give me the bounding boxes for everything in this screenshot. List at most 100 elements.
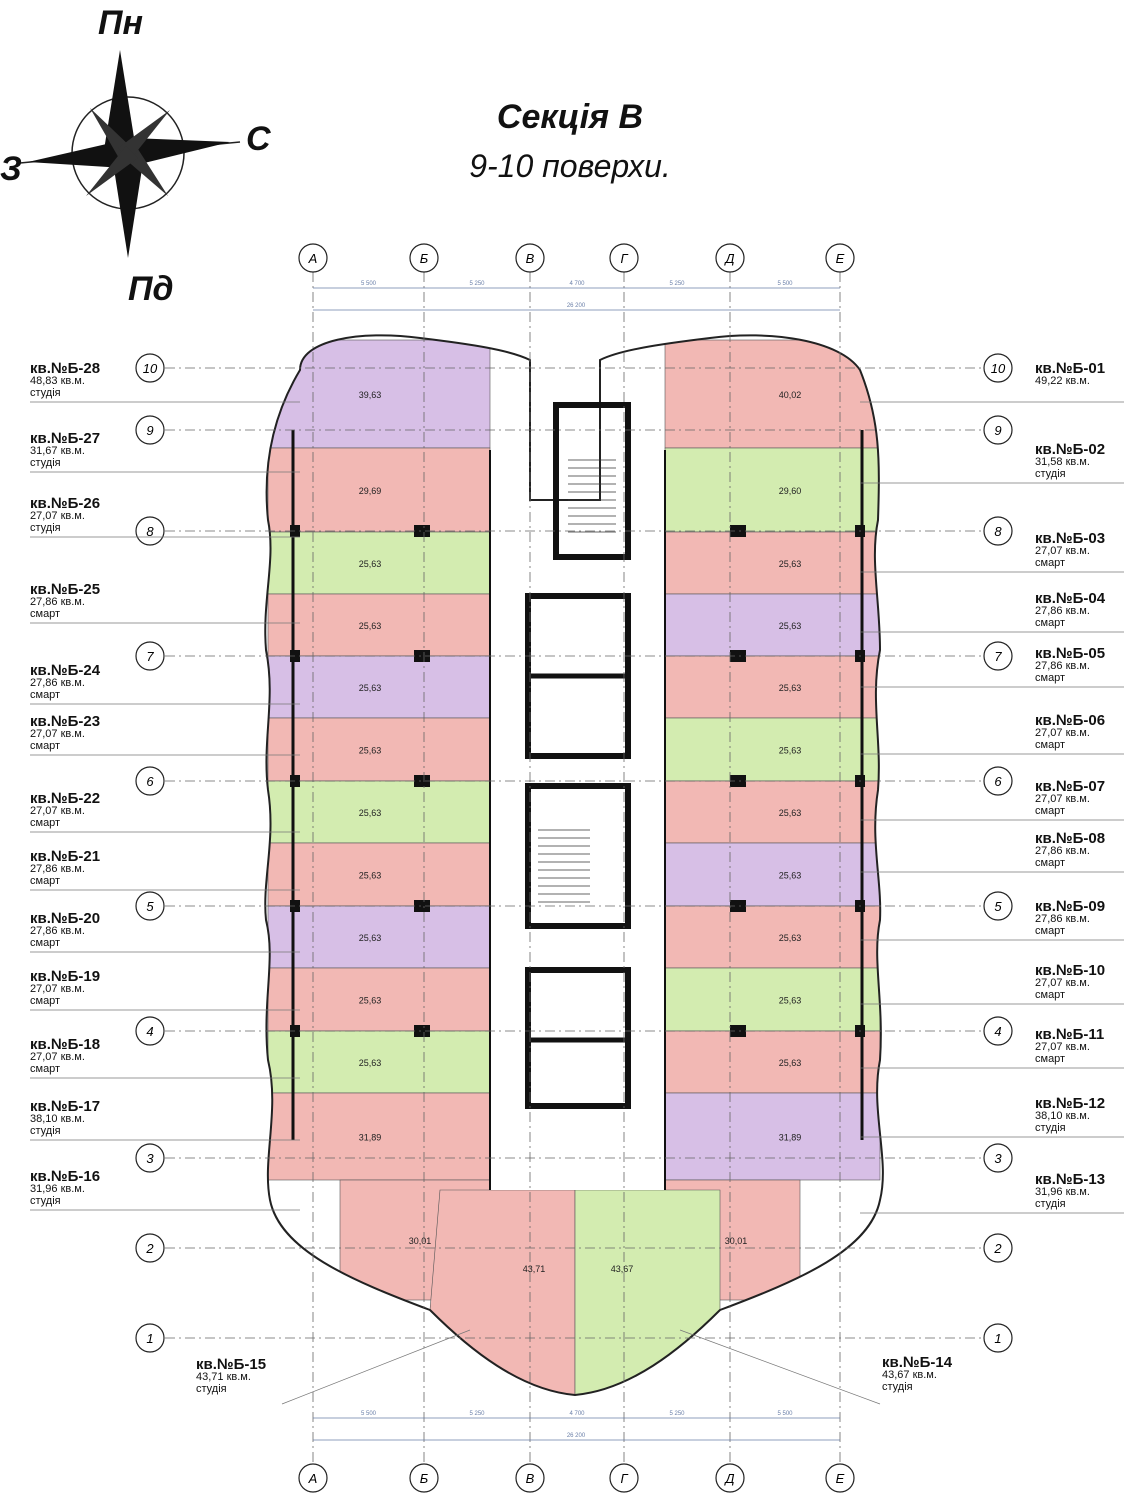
leader-b14	[679, 1329, 881, 1405]
room-area-right: 25,63	[779, 933, 802, 943]
apartment-type: смарт	[1035, 617, 1066, 629]
apartment-code: кв.№Б-08	[1035, 830, 1106, 847]
apartment-code: кв.№Б-17	[30, 1098, 101, 1115]
dimension-span: 4 700	[569, 1411, 585, 1417]
grid-row-label: 7	[994, 649, 1002, 664]
dimension-total: 26 200	[567, 303, 586, 309]
grid-row-label: 4	[146, 1024, 153, 1039]
room-area-left: 25,63	[359, 1058, 382, 1068]
grid-row-label: 1	[994, 1331, 1001, 1346]
apartment-type: смарт	[30, 1063, 61, 1075]
apartment-area: 27,86 кв.м.	[30, 677, 85, 689]
apartment-type: студія	[1035, 1198, 1066, 1210]
grid-row-bubble	[983, 1323, 1013, 1353]
apartment-area: 31,96 кв.м.	[30, 1183, 85, 1195]
grid-row-label: 8	[146, 524, 154, 539]
wall-block	[730, 525, 746, 537]
grid-row-bubble	[135, 891, 165, 921]
apartment-code: кв.№Б-24	[30, 662, 101, 679]
room-area-right: 25,63	[779, 1058, 802, 1068]
room-area-right: 30,01	[725, 1236, 748, 1246]
room-area-left: 25,63	[359, 683, 382, 693]
compass-west-label: З	[0, 150, 22, 188]
grid-column-bubble	[715, 1463, 745, 1493]
apartment-area: 27,07 кв.м.	[1035, 977, 1090, 989]
apartment-code: кв.№Б-05	[1035, 645, 1106, 662]
wall-block	[414, 775, 430, 787]
room-area-left: 25,63	[359, 933, 382, 943]
apartment-area: 49,22 кв.м.	[1035, 375, 1090, 387]
wall-block	[730, 775, 746, 787]
grid-column-bubble	[825, 243, 855, 273]
grid-row-bubble	[983, 415, 1013, 445]
apartment-type: смарт	[30, 817, 61, 829]
apartment-area: 31,58 кв.м.	[1035, 456, 1090, 468]
apartment-type: смарт	[30, 608, 61, 620]
dimension-span: 5 250	[669, 281, 685, 287]
dimension-span: 5 250	[469, 1411, 485, 1417]
apartment-type: студія	[1035, 468, 1066, 480]
grid-row-label: 5	[146, 899, 154, 914]
grid-row-label: 3	[146, 1151, 154, 1166]
grid-row-bubble	[983, 1233, 1013, 1263]
grid-row-label: 10	[143, 361, 158, 376]
apartment-type: студія	[30, 522, 61, 534]
dimension-span: 5 500	[361, 1411, 377, 1417]
apartment-type: студія	[30, 387, 61, 399]
apartment-type: студія	[30, 1195, 61, 1207]
grid-column-label: Б	[420, 251, 429, 266]
grid-row-bubble	[983, 516, 1013, 546]
room-area-left: 25,63	[359, 559, 382, 569]
wall-block	[730, 900, 746, 912]
dimension-span: 5 500	[777, 281, 793, 287]
room-area-right: 25,63	[779, 871, 802, 881]
grid-row-bubble	[135, 1323, 165, 1353]
dimension-span: 5 250	[669, 1411, 685, 1417]
room-area-right: 31,89	[779, 1133, 802, 1143]
apartment-code: кв.№Б-12	[1035, 1095, 1106, 1112]
apartment-area: 27,86 кв.м.	[1035, 660, 1090, 672]
room-area-left: 30,01	[409, 1236, 432, 1246]
room-area-left: 29,69	[359, 486, 382, 496]
apartment-code: кв.№Б-28	[30, 360, 101, 377]
dimension-span: 5 500	[777, 1411, 793, 1417]
apartment-area: 27,07 кв.м.	[30, 983, 85, 995]
apartment-area: 27,86 кв.м.	[30, 925, 85, 937]
grid-row-label: 5	[994, 899, 1002, 914]
room-area-left: 25,63	[359, 996, 382, 1006]
apartment-code: кв.№Б-22	[30, 790, 101, 807]
grid-row-label: 4	[994, 1024, 1001, 1039]
grid-column-bubble	[609, 1463, 639, 1493]
apartment-type: студія	[1035, 1122, 1066, 1134]
apartment-code: кв.№Б-09	[1035, 898, 1106, 915]
grid-row-label: 1	[146, 1331, 153, 1346]
stair-core-top	[553, 402, 631, 560]
apartment-code: кв.№Б-16	[30, 1168, 101, 1185]
grid-row-label: 6	[994, 774, 1002, 789]
room-area-bottom-left: 43,71	[523, 1264, 546, 1274]
grid-row-label: 9	[146, 423, 153, 438]
floors-subtitle: 9-10 поверхи.	[469, 148, 671, 184]
grid-column-label: Е	[836, 251, 845, 266]
apartment-code: кв.№Б-02	[1035, 441, 1106, 458]
room-area-left: 25,63	[359, 871, 382, 881]
apartment-area: 27,07 кв.м.	[1035, 1041, 1090, 1053]
grid-column-label: В	[526, 251, 535, 266]
grid-column-label: А	[308, 1471, 318, 1486]
room-area-left: 31,89	[359, 1133, 382, 1143]
apartment-code: кв.№Б-21	[30, 848, 101, 865]
apartment-code: кв.№Б-10	[1035, 962, 1106, 979]
